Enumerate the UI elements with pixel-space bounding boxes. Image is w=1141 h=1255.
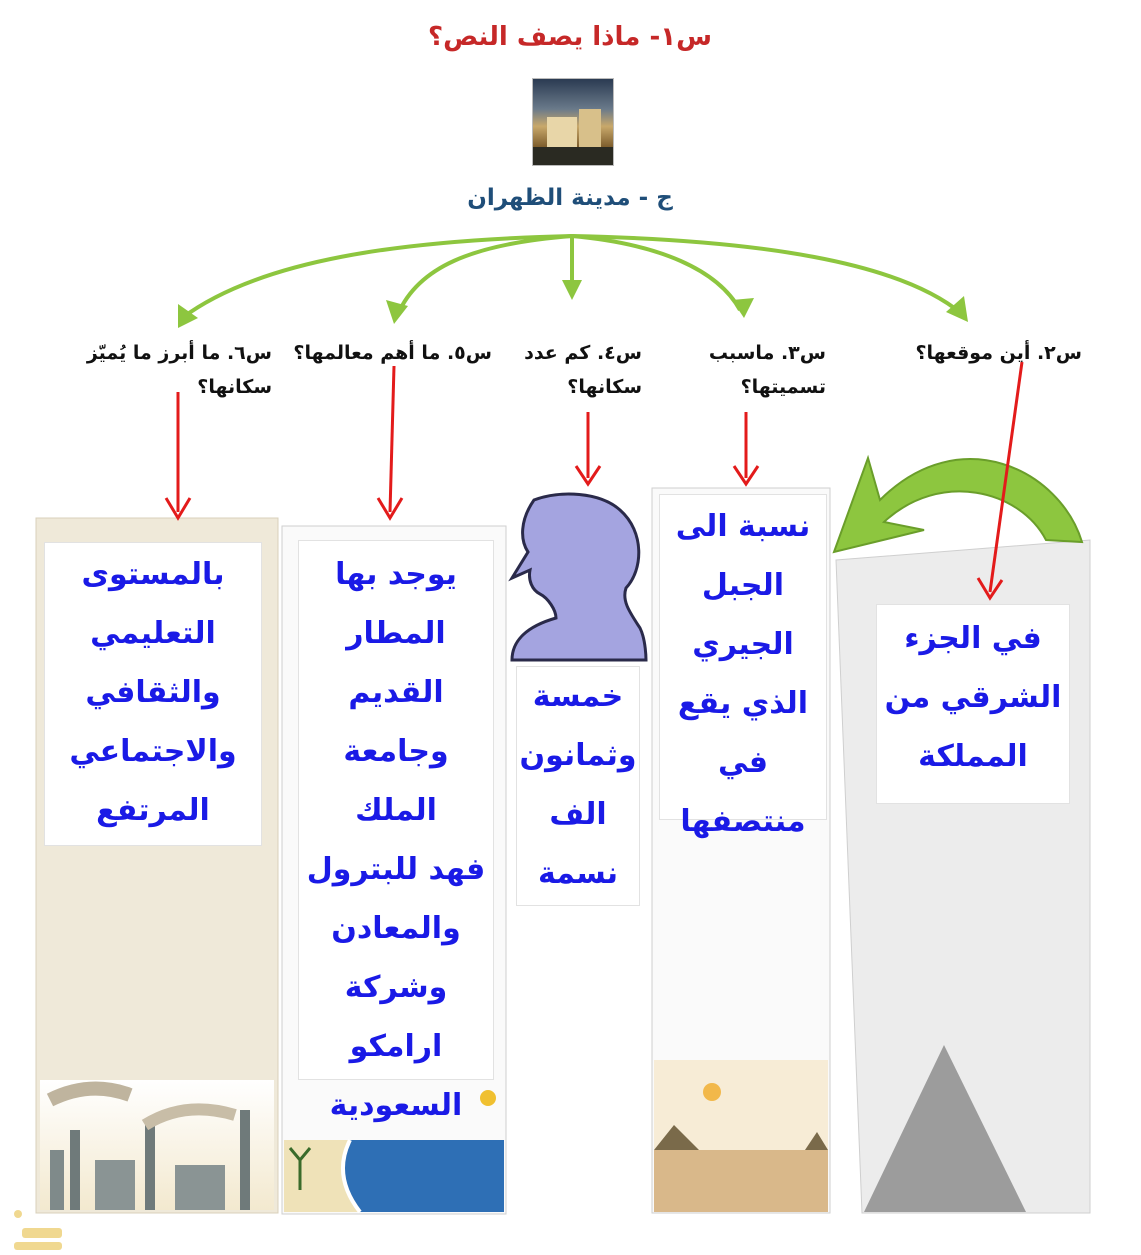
person-head-icon [508,492,648,662]
answer-5-line: يوجد بها [335,557,457,592]
question-3-line-1: س٣. ماسبب [708,342,826,364]
branch-arrows [180,234,964,320]
question-6-line-2: سكانها؟ [197,376,272,398]
question-2: س٢. أين موقعها؟ [915,342,1082,364]
answer-2-line: في الجزء [904,621,1042,656]
answer-5-line: والمعادن [331,911,461,946]
answer-3-line: الذي يقع [677,686,809,721]
factory-illustration [40,1080,274,1210]
desert-illustration [654,1060,828,1212]
main-answer: ج - مدينة الظهران [467,185,673,211]
answer-5-line: السعودية [329,1088,463,1123]
answer-4-line: خمسة [532,679,624,714]
answer-3-line: الجبل [701,568,785,603]
answer-box-6: بالمستوى التعليمي والثقافي والاجتماعي ال… [44,542,262,846]
answer-5-line: وشركة [344,970,448,1005]
answer-6-line: بالمستوى [81,557,225,592]
question-6-line-1: س٦. ما أبرز ما يُميّز [86,342,272,364]
answer-5-line: القديم [348,675,444,710]
mountain-triangle [864,1045,1026,1212]
answer-2-line: المملكة [918,739,1028,774]
answer-box-5: يوجد بها المطار القديم وجامعة الملك فهد … [298,540,494,1123]
answer-6-line: والاجتماعي [69,734,237,769]
corner-logo [14,1210,62,1250]
curved-arrow-icon [832,454,1084,554]
answer-5-line: ارامكو [349,1029,443,1064]
question-4-line-2: سكانها؟ [567,376,642,398]
answer-4-line: الف [549,797,607,832]
question-3: س٣. ماسبب تسميتها؟ [690,336,826,404]
question-3-line-2: تسميتها؟ [740,376,826,398]
question-4-line-1: س٤. كم عدد [524,342,642,364]
answer-5-line: فهد للبترول [306,852,486,887]
answer-3-line: في منتصفها [680,745,806,839]
answer-4-line: نسمة [537,856,619,891]
answer-5-line: وجامعة الملك [343,734,449,828]
city-photo [532,78,614,166]
answer-6-line: التعليمي [90,616,216,651]
answer-6-line: المرتفع [96,793,210,828]
beach-illustration [284,1090,504,1214]
answer-box-2: في الجزء الشرقي من المملكة [876,604,1070,804]
question-4: س٤. كم عدد سكانها؟ [510,336,642,404]
answer-4-line: وثمانون [519,738,637,773]
answer-2-line: الشرقي من [884,680,1062,715]
main-question: س١- ماذا يصف النص؟ [427,22,712,52]
question-5: س٥. ما أهم معالمها؟ [293,342,492,364]
answer-box-3: نسبة الى الجبل الجيري الذي يقع في منتصفه… [659,494,827,839]
answer-arrows [176,361,1024,593]
answer-6-line: والثقافي [85,675,221,710]
answer-3-line: الجيري [692,627,794,662]
branch-arrowheads [178,280,968,328]
question-6: س٦. ما أبرز ما يُميّز سكانها؟ [60,336,272,404]
answer-box-4: خمسة وثمانون الف نسمة [516,666,640,906]
answer-3-line: نسبة الى [675,509,811,544]
answer-5-line: المطار [346,616,446,651]
